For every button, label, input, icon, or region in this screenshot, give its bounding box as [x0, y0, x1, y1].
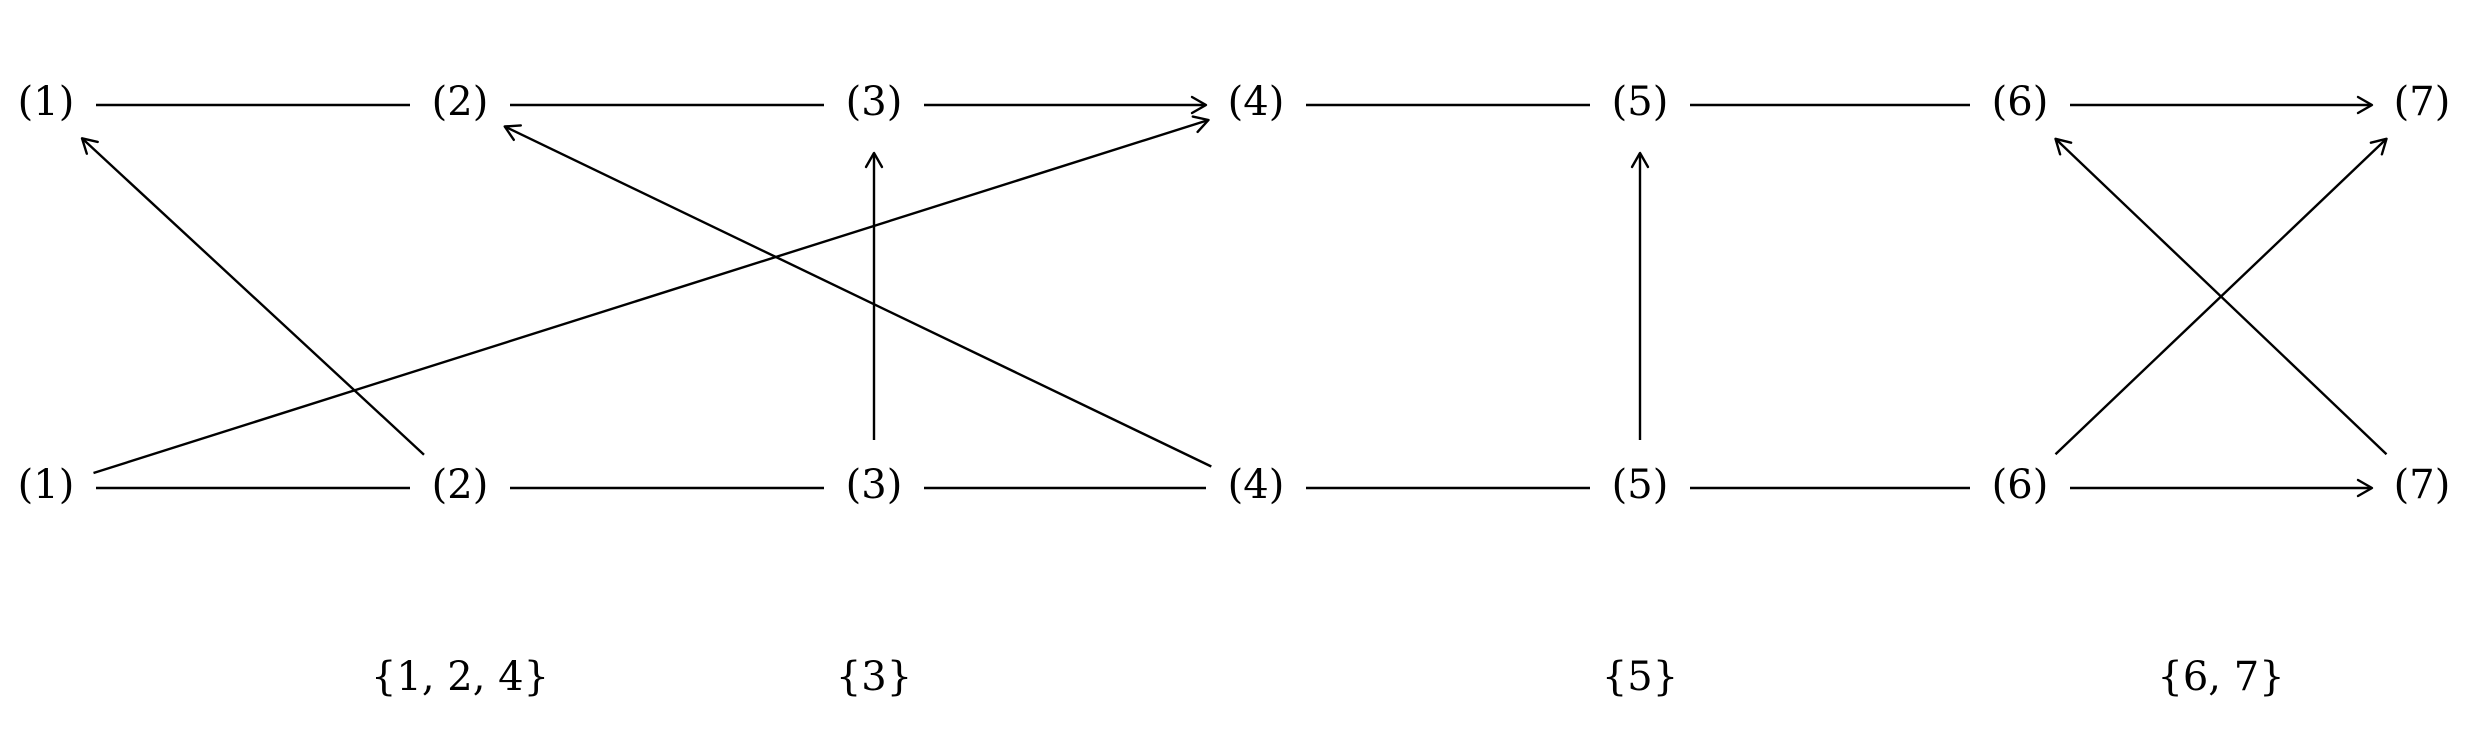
nodes-layer: (1) (2) (3) (4) (5) (6) (7) (1) (2) (3) …: [18, 79, 2451, 508]
edge-bottom-2-to-top-1: [81, 137, 425, 456]
bottom-node-2: (2): [432, 462, 489, 508]
edge-bottom-1-to-top-4: [93, 118, 1209, 475]
set-label-5: {5}: [1602, 654, 1678, 700]
bottom-node-6: (6): [1992, 462, 2049, 508]
top-node-7: (7): [2394, 79, 2451, 125]
arrowhead-top-5: [1630, 151, 1650, 169]
bottom-node-5: (5): [1612, 462, 1669, 508]
edge-bottom-7-to-top-6: [2054, 137, 2388, 456]
bottom-node-3: (3): [846, 462, 903, 508]
top-node-1: (1): [18, 79, 75, 125]
top-node-6: (6): [1992, 79, 2049, 125]
arrowhead-top-6: [2054, 137, 2073, 156]
arrowhead-top-7: [2369, 137, 2388, 156]
arrowhead-top-1: [80, 137, 99, 155]
arrowhead-top-2: [503, 124, 522, 142]
arrowhead-top-4: [1190, 95, 1208, 115]
set-label-1-2-4: {1, 2, 4}: [371, 654, 549, 700]
arrowhead-top-3: [864, 151, 884, 169]
top-node-5: (5): [1612, 79, 1669, 125]
edge-bottom-4-to-top-2: [504, 125, 1212, 468]
bottom-node-1: (1): [18, 462, 75, 508]
edges-layer: [80, 95, 2388, 498]
arrowhead-top-4: [1191, 115, 1210, 134]
top-node-3: (3): [846, 79, 903, 125]
set-label-3: {3}: [836, 654, 912, 700]
arrowhead-top-7: [2356, 95, 2374, 115]
bottom-node-4: (4): [1228, 462, 1285, 508]
top-node-4: (4): [1228, 79, 1285, 125]
top-node-2: (2): [432, 79, 489, 125]
bottom-node-7: (7): [2394, 462, 2451, 508]
sets-layer: {1, 2, 4} {3} {5} {6, 7}: [371, 654, 2285, 700]
arrowhead-bottom-7: [2356, 478, 2374, 498]
set-label-6-7: {6, 7}: [2157, 654, 2284, 700]
